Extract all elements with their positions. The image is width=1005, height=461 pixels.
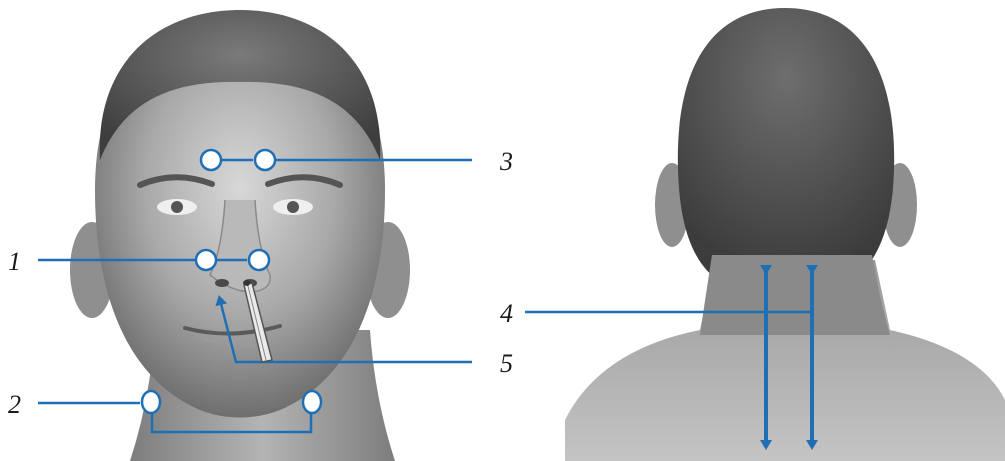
marker-2a (142, 391, 160, 413)
left-nostril (215, 279, 229, 287)
label-1: 1 (8, 247, 21, 276)
back-skull (678, 8, 894, 290)
back-neck (700, 255, 890, 335)
marker-3b (255, 150, 275, 170)
back-head (565, 8, 1005, 461)
label-3: 3 (499, 147, 513, 176)
label-4: 4 (500, 299, 513, 328)
marker-1a (196, 250, 216, 270)
marker-2b (303, 391, 321, 413)
left-iris (171, 201, 183, 213)
front-head (70, 10, 410, 461)
label-5: 5 (500, 349, 513, 378)
right-iris (287, 201, 299, 213)
marker-1b (249, 250, 269, 270)
marker-3a (201, 150, 221, 170)
label-2: 2 (8, 390, 21, 419)
